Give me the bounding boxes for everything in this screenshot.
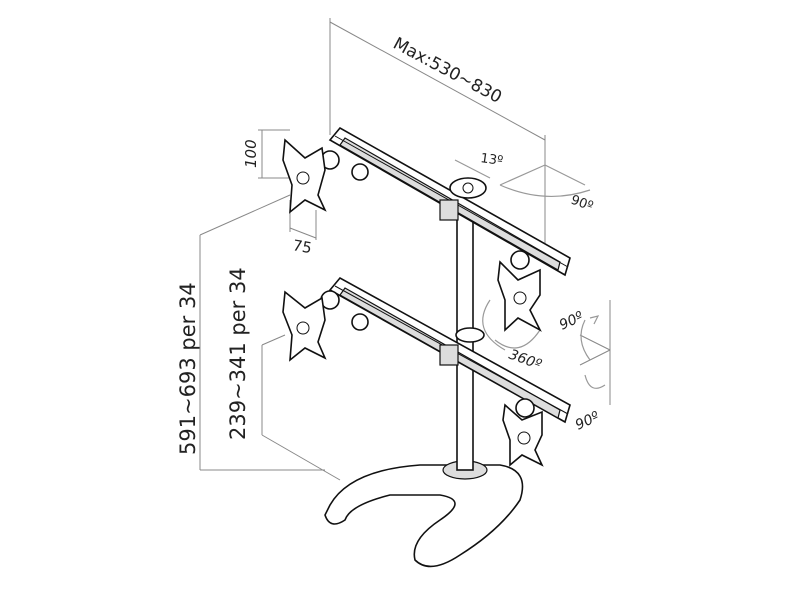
tilt-angle-label: 13º: [479, 151, 504, 169]
dimension-lines: [199, 18, 611, 481]
total-height-label: 591~693 per 34: [176, 282, 200, 455]
swivel-angle-top-label: 90º: [569, 193, 595, 215]
max-width-label: Max:530~830: [390, 34, 505, 108]
vesa-plate-lower-left: [282, 290, 327, 362]
vesa-height-label: 100: [242, 139, 260, 168]
vesa-plate-lower-right: [502, 403, 544, 467]
rotation-arcs: [454, 159, 606, 389]
vesa-plate-upper-right: [497, 260, 542, 332]
vesa-plate-upper-left: [282, 138, 327, 214]
pivot-angle-label: 360º: [507, 347, 544, 374]
stand-base: [324, 460, 524, 568]
upper-crossbar: [320, 126, 571, 277]
lower-crossbar: [320, 276, 571, 424]
lower-height-label: 239~341 per 34: [226, 267, 250, 440]
lower-swivel-angle-label: 90º: [573, 409, 602, 434]
vesa-width-label: 75: [291, 236, 313, 257]
vesa-plates: [282, 138, 544, 467]
